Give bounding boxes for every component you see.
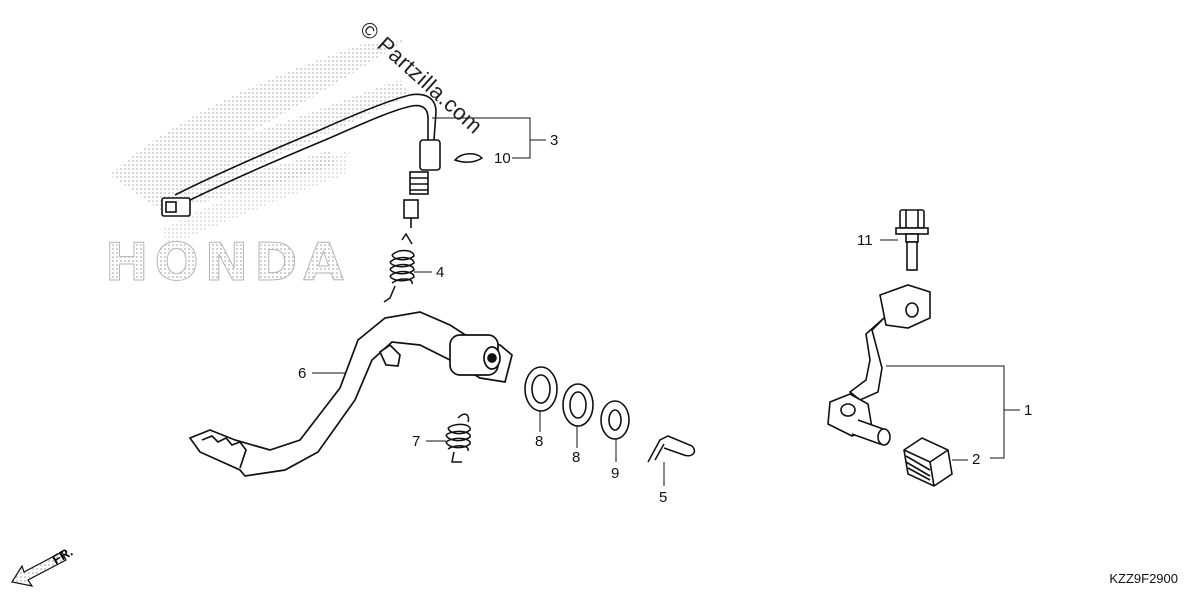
callout-2: 2 bbox=[972, 451, 981, 468]
callout-5: 5 bbox=[659, 489, 668, 506]
seal-part-8b bbox=[562, 383, 594, 427]
callout-8a: 8 bbox=[535, 433, 544, 450]
honda-logo-watermark: HONDA bbox=[105, 233, 350, 294]
front-direction-arrow bbox=[11, 551, 67, 587]
bolt-part-11 bbox=[895, 209, 929, 271]
gear-pedal-part-1 bbox=[827, 284, 931, 446]
honda-wing-watermark bbox=[110, 40, 410, 245]
callout-3: 3 bbox=[550, 132, 559, 149]
brake-switch-part-3 bbox=[161, 93, 441, 228]
callout-8b: 8 bbox=[572, 449, 581, 466]
callout-7: 7 bbox=[412, 433, 421, 450]
callout-1: 1 bbox=[1024, 402, 1033, 419]
spring-part-4 bbox=[383, 232, 415, 303]
cotter-pin-part-5 bbox=[647, 435, 696, 463]
pedal-rubber-part-2 bbox=[903, 437, 953, 487]
callout-11: 11 bbox=[857, 232, 873, 249]
leader-lines bbox=[312, 117, 1020, 486]
washer-part-9 bbox=[600, 400, 630, 440]
diagram-reference-code: KZZ9F2900 bbox=[1109, 571, 1178, 586]
svg-text:HONDA: HONDA bbox=[105, 233, 350, 293]
seal-part-8a bbox=[524, 366, 558, 412]
clip-part-10 bbox=[453, 153, 484, 163]
callout-9: 9 bbox=[611, 465, 620, 482]
callout-4: 4 bbox=[436, 264, 445, 281]
spring-part-7 bbox=[445, 413, 471, 463]
callout-10: 10 bbox=[494, 150, 511, 167]
brake-pedal-part-6 bbox=[188, 311, 513, 477]
callout-6: 6 bbox=[298, 365, 307, 382]
